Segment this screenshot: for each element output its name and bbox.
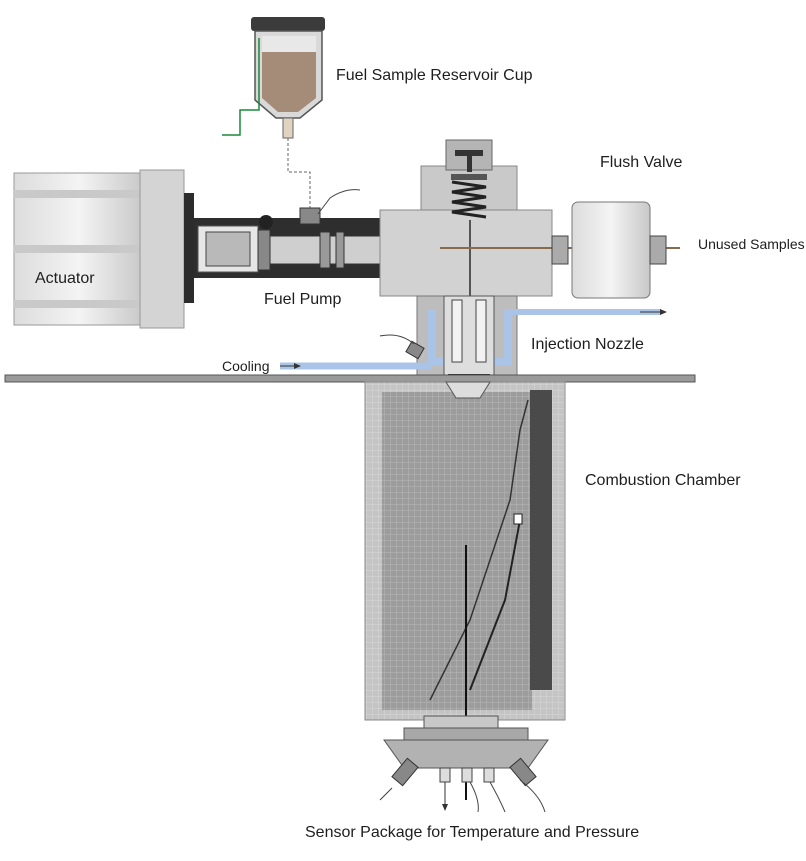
label-fuel-pump: Fuel Pump: [264, 291, 342, 308]
label-injection-nozzle: Injection Nozzle: [531, 336, 644, 353]
sensor-package: [379, 715, 549, 813]
fuel-sample-reservoir-cup: [222, 17, 325, 208]
mounting-plate: [4, 374, 696, 383]
flush-valve: [379, 139, 680, 360]
label-combustion-chamber: Combustion Chamber: [585, 472, 741, 489]
label-sensor-package: Sensor Package for Temperature and Press…: [305, 824, 640, 841]
label-unused-samples: Unused Samples: [698, 236, 805, 252]
injection-nozzle: [379, 295, 667, 382]
actuator: [13, 169, 194, 329]
fuel-pump: [194, 189, 440, 278]
label-flush-valve: Flush Valve: [600, 154, 683, 171]
label-actuator: Actuator: [35, 270, 95, 287]
label-cooling: Cooling: [222, 358, 270, 374]
combustion-chamber: [364, 381, 566, 800]
label-fuel-sample-reservoir-cup: Fuel Sample Reservoir Cup: [336, 67, 533, 84]
